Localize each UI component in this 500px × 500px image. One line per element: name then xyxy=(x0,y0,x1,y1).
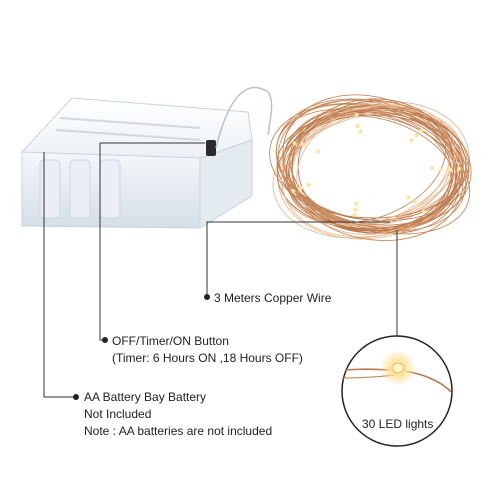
coil-loop xyxy=(277,98,472,228)
led-dot xyxy=(409,138,414,143)
led-dot xyxy=(355,124,360,129)
lead-wire xyxy=(215,86,273,149)
led-dot xyxy=(414,133,419,138)
led-dot xyxy=(419,128,424,133)
led-dot xyxy=(353,207,358,212)
led-dot xyxy=(354,112,359,117)
led-zoom-circle xyxy=(341,335,453,447)
led-dot xyxy=(306,182,311,187)
button-bullet xyxy=(102,337,108,343)
led-dot xyxy=(291,189,296,194)
led-dot xyxy=(421,209,426,214)
copper-wire-bullet xyxy=(204,294,210,300)
led-dot xyxy=(412,199,417,204)
button-label-line2: (Timer: 6 Hours ON ,18 Hours OFF) xyxy=(112,351,303,365)
leader-lines xyxy=(43,142,398,398)
led-dot xyxy=(292,141,297,146)
led-dot xyxy=(456,166,461,171)
led-dot xyxy=(438,168,443,173)
led-dot xyxy=(316,149,321,154)
coil-loop xyxy=(285,108,467,230)
battery-label-line3: Note : AA batteries are not included xyxy=(84,424,273,438)
led-dot xyxy=(447,167,452,172)
coil-loop xyxy=(283,114,459,226)
led-dot xyxy=(430,166,434,170)
led-label: 30 LED lights xyxy=(362,417,434,431)
led-dot xyxy=(406,195,411,200)
coil-loop xyxy=(280,104,456,226)
led-dot xyxy=(298,185,303,190)
copper-wire-coil-image xyxy=(269,94,472,242)
battery-label-line1: AA Battery Bay Battery xyxy=(84,390,207,404)
battery-bullet xyxy=(73,394,79,400)
led-dot xyxy=(352,213,357,218)
led-dot xyxy=(301,143,306,148)
led-dot xyxy=(354,201,359,206)
coil-loop xyxy=(276,109,470,219)
button-label-line1: OFF/Timer/ON Button xyxy=(112,334,229,348)
copper-wire-label: 3 Meters Copper Wire xyxy=(214,291,332,305)
led-dot xyxy=(358,129,363,134)
battery-label-line2: Not Included xyxy=(84,407,152,421)
battery-box-image xyxy=(21,97,253,229)
switch-button-image xyxy=(206,140,216,156)
